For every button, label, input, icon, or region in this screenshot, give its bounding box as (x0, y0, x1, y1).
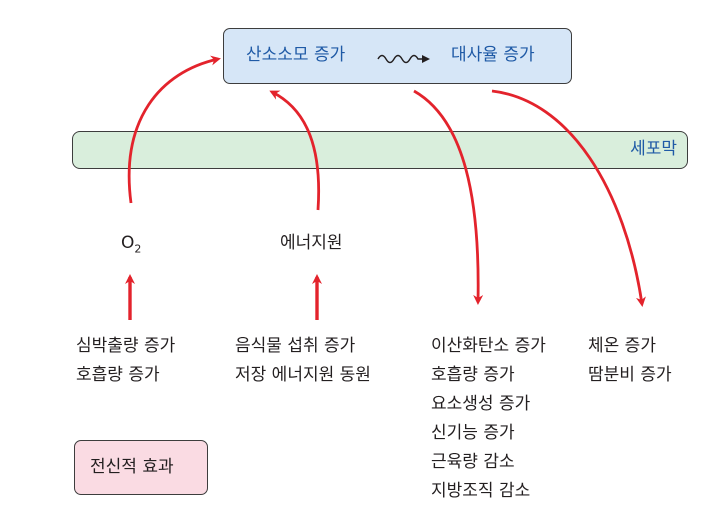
metabolic-rate-label: 대사율 증가 (451, 45, 535, 65)
list-item: 지방조직 감소 (431, 481, 531, 501)
arrow-energy-to-consumption (269, 90, 321, 211)
systemic-effect-label: 전신적 효과 (90, 457, 174, 477)
intake-effects-list: 음식물 섭취 증가 저장 에너지원 동원 (235, 332, 371, 390)
list-item: 체온 증가 (588, 336, 656, 356)
arrow-metabolism-to-thermal (491, 89, 646, 307)
metabolic-effects-list: 이산화탄소 증가 호흡량 증가 요소생성 증가 신기능 증가 근육량 감소 지방… (431, 332, 546, 506)
list-item: 이산화탄소 증가 (431, 336, 546, 356)
thermal-effects-list: 체온 증가 땀분비 증가 (588, 332, 672, 390)
list-item: 땀분비 증가 (588, 365, 672, 385)
systemic-effect-box: 전신적 효과 (74, 440, 208, 495)
oxygen-node: O2 (121, 229, 141, 263)
arrow-oxygen-to-consumption (127, 55, 221, 204)
cardio-effects-list: 심박출량 증가 호흡량 증가 (76, 332, 175, 390)
arrow-metabolism-to-outcomes (413, 89, 484, 305)
list-item: 호흡량 증가 (76, 365, 160, 385)
metabolism-box: 산소소모 증가 대사율 증가 (223, 28, 572, 84)
oxygen-consumption-label: 산소소모 증가 (246, 45, 346, 65)
list-item: 호흡량 증가 (431, 365, 515, 385)
list-item: 심박출량 증가 (76, 336, 176, 356)
wavy-arrow-icon (377, 54, 430, 64)
oxygen-subscript: 2 (134, 242, 142, 256)
list-item: 요소생성 증가 (431, 394, 531, 414)
oxygen-symbol: O (121, 233, 135, 253)
list-item: 근육량 감소 (431, 452, 515, 472)
energy-source-node: 에너지원 (280, 233, 343, 253)
list-item: 음식물 섭취 증가 (235, 336, 356, 356)
cell-membrane-label: 세포막 (630, 139, 677, 159)
list-item: 신기능 증가 (431, 423, 515, 443)
list-item: 저장 에너지원 동원 (235, 365, 371, 385)
